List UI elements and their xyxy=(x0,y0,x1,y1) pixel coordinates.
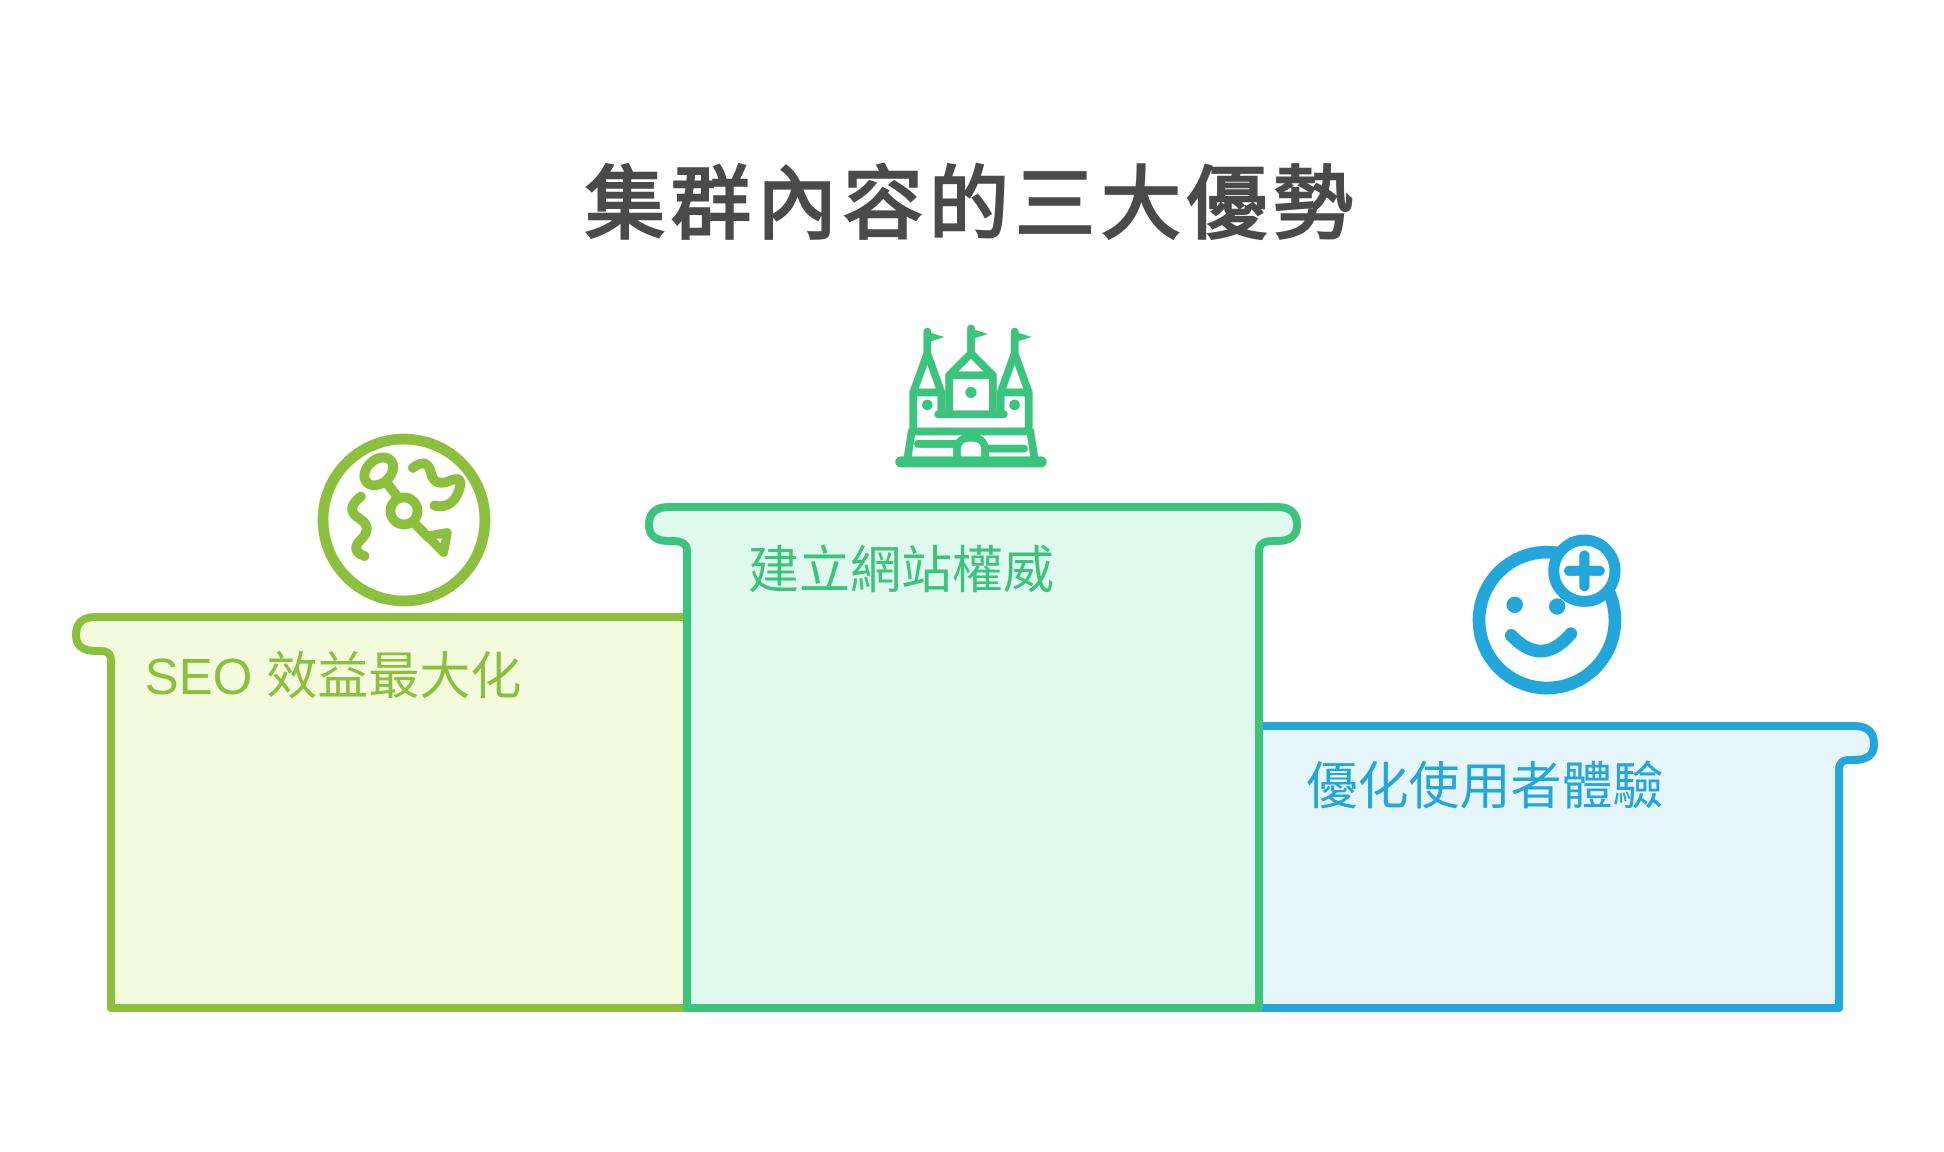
authority-block-shape xyxy=(645,503,1301,1012)
seo-block-label: SEO 效益最大化 xyxy=(144,648,522,705)
authority-block-label: 建立網站權威 xyxy=(747,542,1054,599)
castle-icon xyxy=(895,324,1047,468)
ux-block-label: 優化使用者體驗 xyxy=(1306,758,1664,815)
ux-block-shape xyxy=(1246,722,1878,1012)
page-title: 集群內容的三大優勢 xyxy=(585,160,1359,249)
route-map-icon xyxy=(317,433,491,607)
smiley-plus-icon xyxy=(1472,534,1622,695)
seo-block-shape xyxy=(72,613,704,1012)
